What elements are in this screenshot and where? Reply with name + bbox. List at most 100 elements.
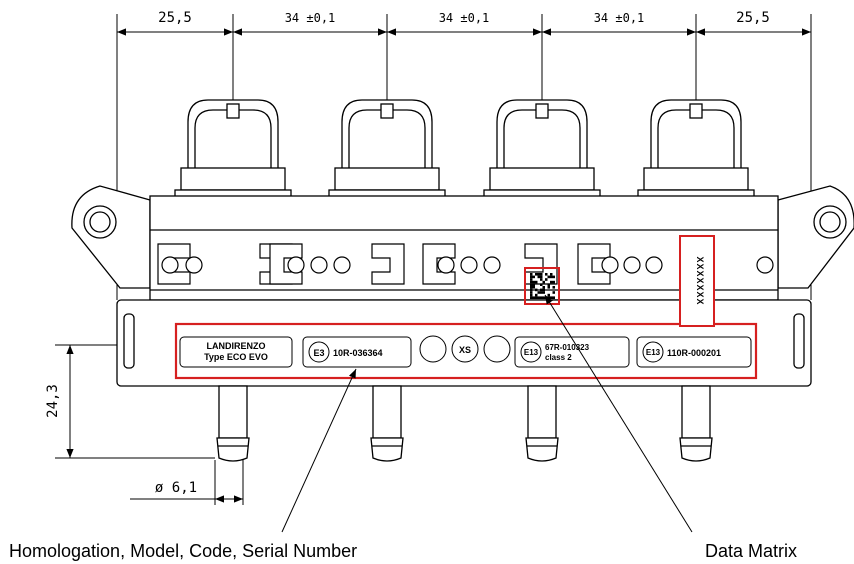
rail-hole	[437, 256, 455, 274]
data-matrix-cell	[547, 286, 550, 289]
data-matrix-cell	[535, 288, 538, 292]
injector-connector	[483, 99, 601, 226]
rail-clip-left	[269, 243, 303, 285]
data-matrix-cell	[530, 280, 533, 284]
rail-hole	[601, 256, 619, 274]
identification-plate	[179, 335, 752, 368]
nozzle-tip	[216, 437, 250, 462]
data-matrix-cell	[530, 293, 533, 297]
data-matrix-cell	[530, 283, 533, 286]
callout-homologation: Homologation, Model, Code, Serial Number	[9, 541, 357, 561]
connector-collar	[643, 167, 749, 191]
data-matrix-cell	[530, 275, 533, 279]
dim-top-2: 34 ±0,1	[285, 11, 336, 25]
serial-strip-label: XXXXXXX	[695, 256, 705, 305]
outlet-nozzle	[525, 385, 559, 462]
connector-collar	[489, 167, 595, 191]
nozzle-tip	[679, 437, 713, 462]
injector-connector	[174, 99, 292, 226]
data-matrix-cell	[547, 275, 550, 279]
rail-hole	[310, 256, 328, 274]
data-matrix-cell	[537, 296, 540, 299]
injector-connector	[328, 99, 446, 226]
data-matrix-code	[530, 273, 555, 299]
data-matrix-cell	[542, 296, 545, 299]
data-matrix-cell	[552, 275, 555, 279]
rail-hole	[756, 256, 774, 274]
connector-inner	[657, 109, 735, 175]
data-matrix-cell	[530, 278, 533, 281]
e3-code: 10R-036364	[333, 348, 383, 358]
rail-hole	[460, 256, 478, 274]
dim-top-5: 25,5	[736, 10, 770, 26]
dim-height: 24,3	[45, 384, 61, 418]
rail-clip-left	[577, 243, 611, 285]
connector-latch	[380, 103, 394, 119]
data-matrix-cell	[535, 273, 538, 276]
serial-strip-highlight-box	[679, 235, 715, 327]
e13-mark-a: E13	[524, 348, 539, 357]
data-matrix-cell	[532, 286, 535, 289]
nozzle-stem	[527, 385, 557, 439]
outlet-nozzle	[216, 385, 250, 462]
data-matrix-cell	[530, 288, 533, 292]
rail-hole	[645, 256, 663, 274]
data-matrix-cell	[540, 296, 543, 299]
callout-leaders	[281, 294, 693, 533]
data-matrix-cell	[545, 273, 548, 276]
dim-top-4: 34 ±0,1	[594, 11, 645, 25]
data-matrix-cell	[547, 293, 550, 297]
connector-collar	[334, 167, 440, 191]
injector-connectors	[174, 99, 755, 226]
plate-highlight-box	[174, 322, 758, 380]
connector-collar	[180, 167, 286, 191]
diameter-dimension	[130, 460, 244, 505]
rail-hole	[623, 256, 641, 274]
dim-top-3: 34 ±0,1	[439, 11, 490, 25]
rail-hole	[161, 256, 179, 274]
outlet-nozzles	[216, 385, 713, 462]
data-matrix-cell	[530, 296, 533, 299]
dim-diameter: ø 6,1	[155, 480, 197, 496]
left-mounting-bracket	[71, 185, 151, 289]
connector-inner	[194, 109, 272, 175]
data-matrix-cell	[540, 288, 543, 292]
data-matrix-cell	[537, 273, 540, 276]
height-dimension	[55, 344, 215, 459]
data-matrix-cell	[550, 273, 553, 276]
data-matrix-cell	[542, 280, 545, 284]
connector-latch	[689, 103, 703, 119]
data-matrix-cell	[550, 275, 553, 279]
callout-data-matrix: Data Matrix	[705, 541, 797, 561]
plate-type: Type ECO EVO	[204, 352, 268, 362]
data-matrix-cell	[540, 278, 543, 281]
e13-class-a: class 2	[545, 353, 572, 362]
data-matrix-cell	[540, 291, 543, 294]
data-matrix-cell	[547, 283, 550, 286]
data-matrix-highlight-box	[524, 267, 560, 305]
rail-hole	[287, 256, 305, 274]
data-matrix-cell	[540, 283, 543, 286]
rail-hole	[333, 256, 351, 274]
connector-latch	[226, 103, 240, 119]
rail-clips	[157, 243, 774, 285]
rail-hole	[483, 256, 501, 274]
nozzle-tip	[525, 437, 559, 462]
data-matrix-cell	[537, 275, 540, 279]
rail-clip-left	[422, 243, 456, 285]
data-matrix-cell	[552, 296, 555, 299]
data-matrix-cell	[550, 296, 553, 299]
data-matrix-cell	[535, 293, 538, 297]
nozzle-stem	[372, 385, 402, 439]
data-matrix-cell	[530, 273, 533, 276]
dim-top-1: 25,5	[158, 10, 192, 26]
data-matrix-cell	[532, 280, 535, 284]
nozzle-tip	[370, 437, 404, 462]
outlet-nozzle	[679, 385, 713, 462]
e13-mark-b: E13	[646, 348, 661, 357]
data-matrix-cell	[540, 273, 543, 276]
nozzle-stem	[681, 385, 711, 439]
e3-mark: E3	[313, 348, 324, 358]
data-matrix-cell	[542, 286, 545, 289]
